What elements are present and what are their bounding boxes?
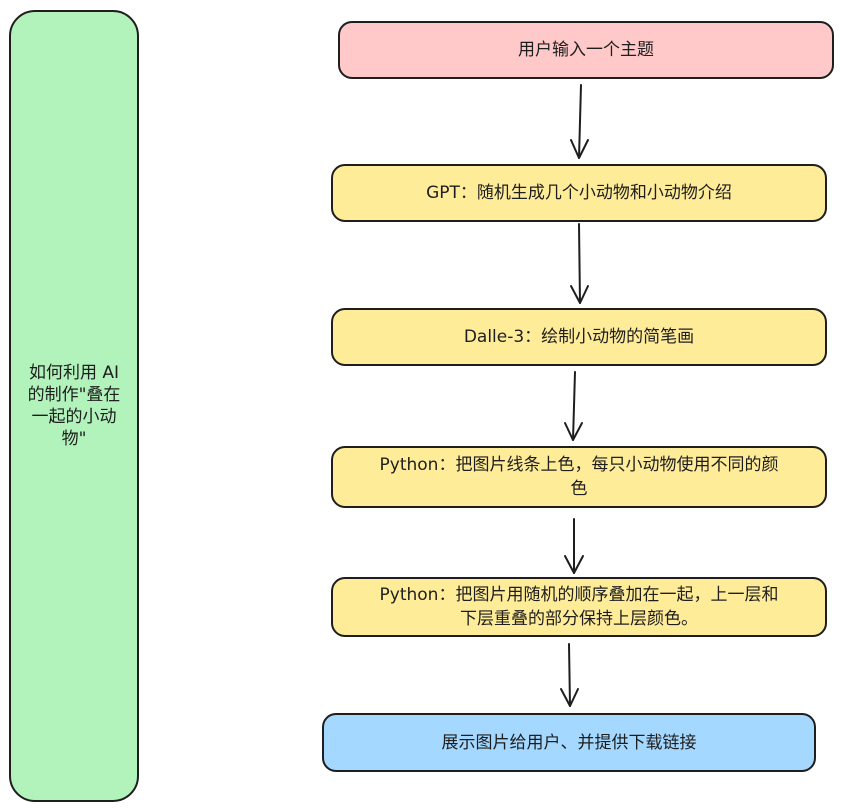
sidebar-title-line-1: 如何利用 AI [28, 363, 120, 383]
arrow-1-to-2 [570, 84, 589, 159]
step-dalle: Dalle-3：绘制小动物的简笔画 [331, 308, 827, 366]
step-gpt: GPT：随机生成几个小动物和小动物介绍 [331, 164, 827, 222]
arrow-4-to-5 [564, 518, 584, 574]
step-python-color: Python：把图片线条上色，每只小动物使用不同的颜 色 [331, 446, 827, 508]
step-python-stack-line-1: Python：把图片用随机的顺序叠加在一起，上一层和 [379, 585, 779, 605]
step-user-input-label: 用户输入一个主题 [518, 40, 654, 60]
arrow-2-to-3 [570, 223, 589, 304]
sidebar-title-line-2: 的制作"叠在 [27, 385, 121, 405]
step-show-download-label: 展示图片给用户、并提供下载链接 [441, 732, 697, 753]
step-python-stack: Python：把图片用随机的顺序叠加在一起，上一层和 下层重叠的部分保持上层颜色… [331, 577, 827, 637]
sidebar-title-box: 如何利用 AI 的制作"叠在 一起的小动 物" [9, 10, 139, 802]
step-show-download: 展示图片给用户、并提供下载链接 [322, 713, 816, 772]
step-user-input: 用户输入一个主题 [338, 21, 834, 79]
step-gpt-label: GPT：随机生成几个小动物和小动物介绍 [426, 183, 732, 203]
step-python-stack-line-2: 下层重叠的部分保持上层颜色。 [460, 609, 698, 629]
step-dalle-label: Dalle-3：绘制小动物的简笔画 [463, 327, 695, 347]
sidebar-title-line-3: 一起的小动 [31, 407, 117, 427]
step-python-color-line-2: 色 [570, 479, 588, 499]
sidebar-title-line-4: 物" [61, 429, 87, 449]
arrow-3-to-4 [564, 371, 583, 441]
arrow-5-to-6 [560, 643, 579, 707]
step-python-color-line-1: Python：把图片线条上色，每只小动物使用不同的颜 [379, 455, 779, 475]
